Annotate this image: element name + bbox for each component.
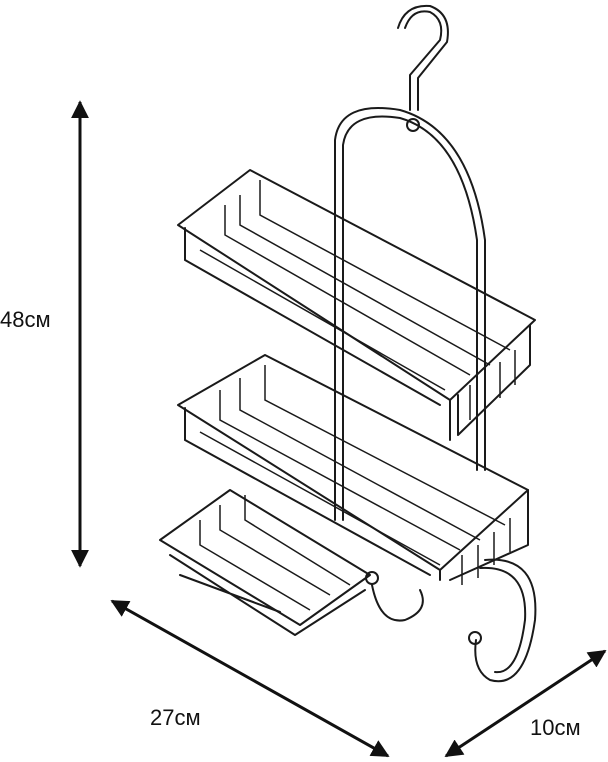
caddy-frame [334, 4, 486, 521]
middle-basket [177, 354, 529, 585]
soap-dish [159, 489, 424, 636]
lower-hook [468, 558, 537, 683]
height-dimension-label: 48см [0, 307, 51, 332]
depth-dimension-label: 10см [530, 715, 581, 740]
width-dimension-arrow [110, 599, 390, 758]
top-basket [177, 169, 536, 441]
depth-dimension-arrow [444, 649, 607, 758]
width-dimension-label: 27см [150, 705, 201, 730]
